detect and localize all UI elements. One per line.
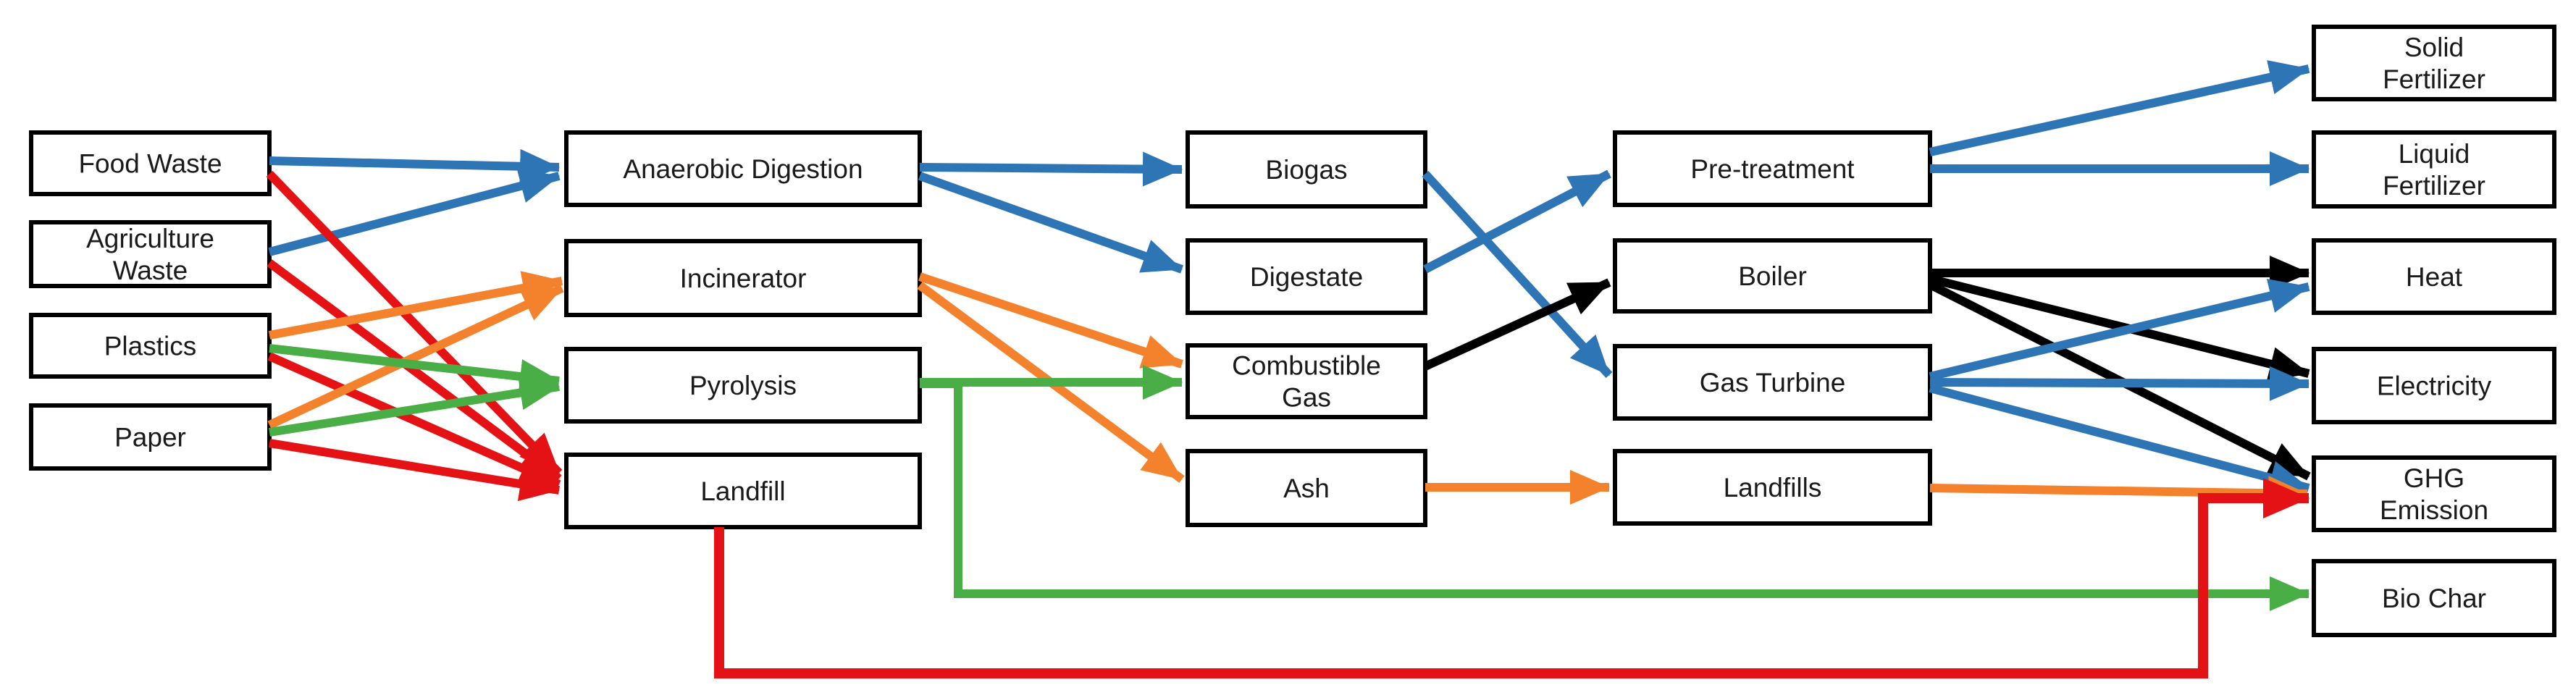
node-box-food-waste xyxy=(29,130,272,196)
node-ash: Ash xyxy=(1186,449,1427,527)
node-box-pre-treatment xyxy=(1613,130,1932,207)
node-boiler: Boiler xyxy=(1613,238,1932,314)
node-label-gas-turbine: Gas Turbine xyxy=(1700,368,1846,398)
node-box-solid-fertilizer xyxy=(2312,25,2556,101)
node-box-incinerator xyxy=(564,239,922,317)
edge-biogas-to-gas-turbine xyxy=(1422,170,1613,379)
node-label-bio-char: Bio Char xyxy=(2382,584,2486,613)
node-plastics: Plastics xyxy=(29,313,272,379)
node-box-electricity xyxy=(2312,347,2556,424)
node-pyrolysis: Pyrolysis xyxy=(564,347,922,424)
edge-incinerator-to-combustible-gas xyxy=(918,272,1183,369)
node-label-digestate: Digestate xyxy=(1250,262,1363,292)
node-box-combustible-gas xyxy=(1186,343,1427,419)
edge-paper-to-landfill xyxy=(269,439,561,502)
node-box-digestate xyxy=(1186,238,1427,315)
node-label-food-waste: Food Waste xyxy=(78,148,222,178)
node-box-landfill xyxy=(564,453,922,529)
node-pre-treatment: Pre-treatment xyxy=(1613,130,1932,207)
node-label-paper: Paper xyxy=(114,422,186,452)
node-label-heat: Heat xyxy=(2406,262,2463,292)
edge-food-waste-to-landfill xyxy=(266,170,563,476)
node-label-pre-treatment: Pre-treatment xyxy=(1690,154,1855,184)
node-heat: Heat xyxy=(2312,238,2556,315)
edge-paper-to-incinerator xyxy=(267,284,564,429)
edge-combustible-gas-to-boiler xyxy=(1423,278,1611,371)
edge-plastics-to-pyrolysis xyxy=(269,344,561,394)
node-label-anaerobic-digestion: Anaerobic Digestion xyxy=(623,154,863,184)
node-biogas: Biogas xyxy=(1186,130,1427,209)
edge-landfills-to-ghg-emission xyxy=(1929,476,2309,511)
edge-boiler-to-electricity xyxy=(1929,274,2310,382)
node-box-anaerobic-digestion xyxy=(564,130,922,207)
node-box-gas-turbine xyxy=(1613,344,1932,421)
node-label-plastics: Plastics xyxy=(104,331,196,361)
node-box-agriculture-waste xyxy=(29,220,272,288)
edge-anaerobic-digestion-to-biogas xyxy=(919,151,1183,187)
node-label-boiler: Boiler xyxy=(1738,261,1807,291)
edge-gas-turbine-to-heat xyxy=(1929,279,2310,381)
node-box-plastics xyxy=(29,313,272,379)
edge-gas-turbine-to-ghg-emission xyxy=(1929,384,2310,495)
node-box-landfills xyxy=(1613,449,1932,526)
node-label-landfills: Landfills xyxy=(1724,473,1822,503)
node-bio-char: Bio Char xyxy=(2312,559,2556,637)
node-landfills: Landfills xyxy=(1613,449,1932,526)
node-label-landfill: Landfill xyxy=(700,476,785,506)
edge-pyrolysis-to-bio-char xyxy=(920,379,2310,611)
edge-anaerobic-digestion-to-digestate xyxy=(918,172,1184,274)
edge-paper-to-pyrolysis xyxy=(269,375,561,437)
node-label-ash: Ash xyxy=(1283,474,1330,503)
node-box-pyrolysis xyxy=(564,347,922,424)
node-box-bio-char xyxy=(2312,559,2556,637)
node-box-heat xyxy=(2312,238,2556,315)
edge-gas-turbine-to-electricity xyxy=(1929,366,2310,401)
node-food-waste: Food Waste xyxy=(29,130,272,196)
node-landfill: Landfill xyxy=(564,453,922,529)
node-box-liquid-fertilizer xyxy=(2312,130,2556,209)
edge-agriculture-waste-to-anaerobic-digestion xyxy=(268,169,561,256)
node-label-incinerator: Incinerator xyxy=(680,264,807,293)
node-electricity: Electricity xyxy=(2312,347,2556,424)
node-box-boiler xyxy=(1613,238,1932,314)
edge-pre-treatment-to-solid-fertilizer xyxy=(1929,60,2310,156)
edge-landfill-to-ghg-emission xyxy=(714,478,2310,678)
edge-agriculture-waste-to-landfill xyxy=(267,259,562,482)
node-box-paper xyxy=(29,403,272,471)
edge-plastics-to-landfill xyxy=(267,352,561,489)
node-label-electricity: Electricity xyxy=(2377,371,2492,400)
node-gas-turbine: Gas Turbine xyxy=(1613,344,1932,421)
edge-plastics-to-incinerator xyxy=(268,271,563,340)
node-digestate: Digestate xyxy=(1186,238,1427,315)
node-incinerator: Incinerator xyxy=(564,239,922,317)
node-label-pyrolysis: Pyrolysis xyxy=(689,371,797,400)
node-label-biogas: Biogas xyxy=(1265,155,1347,185)
node-anaerobic-digestion: Anaerobic Digestion xyxy=(564,130,922,207)
node-box-ghg-emission xyxy=(2312,455,2556,532)
node-box-biogas xyxy=(1186,130,1427,209)
node-paper: Paper xyxy=(29,403,272,471)
edges-layer xyxy=(266,60,2311,678)
edge-food-waste-to-anaerobic-digestion xyxy=(269,148,561,184)
edge-digestate-to-pre-treatment xyxy=(1423,169,1611,274)
